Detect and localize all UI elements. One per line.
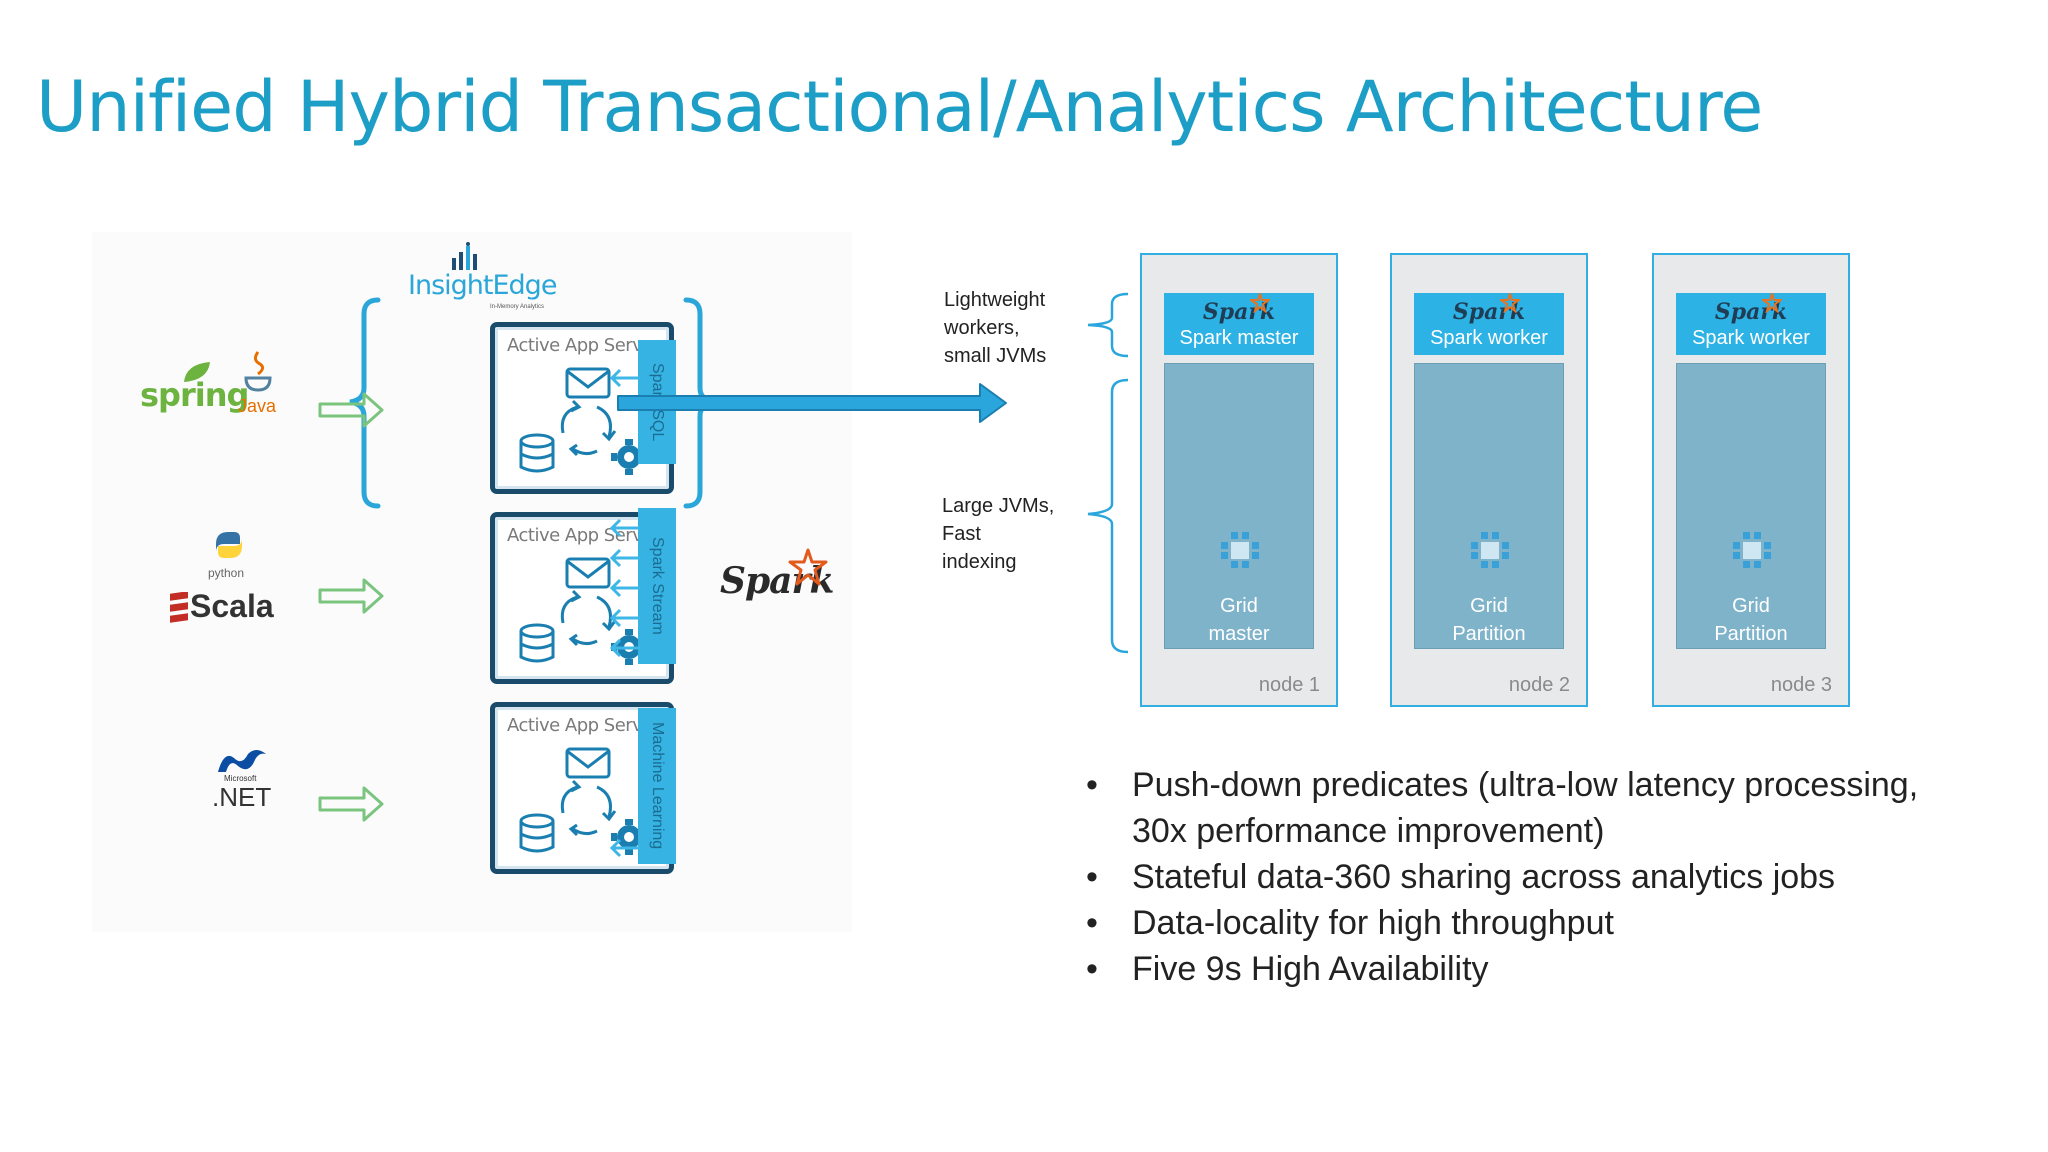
spark-logo-small: Spark xyxy=(1202,299,1276,325)
spark-star-icon xyxy=(1762,293,1782,313)
bullet-dot: • xyxy=(1086,766,1098,804)
bullet-item: • Push-down predicates (ultra-low latenc… xyxy=(1086,762,2046,854)
grid-label-line: Grid xyxy=(1732,595,1770,617)
bullet-item: • Five 9s High Availability xyxy=(1086,946,2046,992)
spark-role-header: Spark Spark master xyxy=(1164,293,1314,355)
scala-logo: Scala xyxy=(190,588,274,624)
spark-star-icon xyxy=(1250,293,1270,313)
note-line: Fast xyxy=(942,523,981,545)
bullet-item: • Data-locality for high throughput xyxy=(1086,900,2046,946)
spark-star-icon xyxy=(1500,293,1520,313)
spark-connector-arrow xyxy=(617,383,1007,423)
spark-logo-small: Spark xyxy=(1714,299,1788,325)
large-jvms-bracket xyxy=(1087,378,1129,654)
spark-role-label: Spark worker xyxy=(1430,327,1548,349)
input-arrow-1 xyxy=(318,392,384,428)
architecture-left-panel: InsightEdge In-Memory Analytics Active A… xyxy=(92,232,852,932)
python-icon xyxy=(216,532,242,558)
insightedge-logo-subtext: In-Memory Analytics xyxy=(490,304,545,310)
grid-cube-icon xyxy=(1471,532,1509,568)
large-jvms-note: Large JVMs, Fast indexing xyxy=(942,492,1054,576)
app-server-icon-cluster xyxy=(519,747,647,855)
grid-label-line: Partition xyxy=(1714,623,1788,645)
dotnet-icon xyxy=(218,750,266,772)
bullet-line: 30x performance improvement) xyxy=(1132,812,1605,850)
grid-box: Grid Partition xyxy=(1676,363,1826,649)
bullet-line: Push-down predicates (ultra-low latency … xyxy=(1132,766,1919,804)
lightweight-workers-note: Lightweight workers, small JVMs xyxy=(944,286,1046,370)
insightedge-logo: InsightEdge In-Memory Analytics xyxy=(408,242,568,312)
node-2: Spark Spark worker Grid Partition node 2 xyxy=(1390,253,1588,707)
bullet-line: Data-locality for high throughput xyxy=(1132,904,1614,942)
note-line: indexing xyxy=(942,551,1017,573)
dotnet-logo: .NET xyxy=(212,782,272,812)
slide-title: Unified Hybrid Transactional/Analytics A… xyxy=(36,66,1763,148)
bullet-dot: • xyxy=(1086,950,1098,988)
node-3: Spark Spark worker Grid Partition node 3 xyxy=(1652,253,1850,707)
scala-icon xyxy=(170,592,188,623)
spark-star-icon xyxy=(788,548,828,586)
spark-stream-pill: Spark Stream xyxy=(638,508,676,664)
app-server-icon-cluster xyxy=(519,557,647,665)
grid-role-label: Grid Partition xyxy=(1415,592,1563,648)
grid-cube-icon xyxy=(1733,532,1771,568)
grid-box: Grid Partition xyxy=(1414,363,1564,649)
app-server-1: Active App Server xyxy=(490,322,674,494)
input-arrow-2 xyxy=(318,578,384,614)
dotnet-microsoft-label: Microsoft xyxy=(224,774,257,783)
grid-label-line: Grid xyxy=(1470,595,1508,617)
app-server-label: Active App Server xyxy=(507,335,660,356)
note-line: small JVMs xyxy=(944,345,1047,367)
bullet-dot: • xyxy=(1086,858,1098,896)
spark-logo: Spark xyxy=(720,548,840,608)
grid-label-line: master xyxy=(1208,623,1270,645)
node-name: node 3 xyxy=(1770,674,1832,696)
spark-role-label: Spark master xyxy=(1179,327,1299,349)
grid-box: Grid master xyxy=(1164,363,1314,649)
app-server-label: Active App Server xyxy=(507,715,660,736)
insightedge-logo-text: InsightEdge xyxy=(408,270,557,301)
python-logo: python xyxy=(208,566,245,580)
bullet-item: • Stateful data-360 sharing across analy… xyxy=(1086,854,2046,900)
grid-label-line: Partition xyxy=(1452,623,1526,645)
app-server-label: Active App Server xyxy=(507,525,660,546)
note-line: Lightweight xyxy=(944,289,1046,311)
lightweight-bracket xyxy=(1087,292,1129,358)
spring-leaf-icon xyxy=(184,362,210,382)
spark-role-header: Spark Spark worker xyxy=(1676,293,1826,355)
java-cup-icon xyxy=(244,351,272,392)
input-arrow-3 xyxy=(318,786,384,822)
node-1: Spark Spark master Grid master node 1 xyxy=(1140,253,1338,707)
feature-bullet-list: • Push-down predicates (ultra-low latenc… xyxy=(1086,762,2046,992)
node-name: node 1 xyxy=(1258,674,1320,696)
insightedge-bars-icon xyxy=(452,242,477,270)
note-line: Large JVMs, xyxy=(942,495,1055,517)
machine-learning-pill: Machine Learning xyxy=(638,708,676,864)
grid-label-line: Grid xyxy=(1220,595,1258,617)
bullet-line: Stateful data-360 sharing across analyti… xyxy=(1132,858,1836,896)
grid-cube-icon xyxy=(1221,532,1259,568)
spark-role-header: Spark Spark worker xyxy=(1414,293,1564,355)
java-logo: Java xyxy=(238,396,277,416)
spring-logo: spring xyxy=(140,376,249,414)
node-name: node 2 xyxy=(1508,674,1570,696)
spark-logo-small: Spark xyxy=(1452,299,1526,325)
grid-role-label: Grid master xyxy=(1165,592,1313,648)
grid-role-label: Grid Partition xyxy=(1677,592,1825,648)
pill-arrows xyxy=(609,368,640,858)
note-line: workers, xyxy=(944,317,1020,339)
bullet-dot: • xyxy=(1086,904,1098,942)
bullet-line: Five 9s High Availability xyxy=(1132,950,1489,988)
spark-role-label: Spark worker xyxy=(1692,327,1810,349)
